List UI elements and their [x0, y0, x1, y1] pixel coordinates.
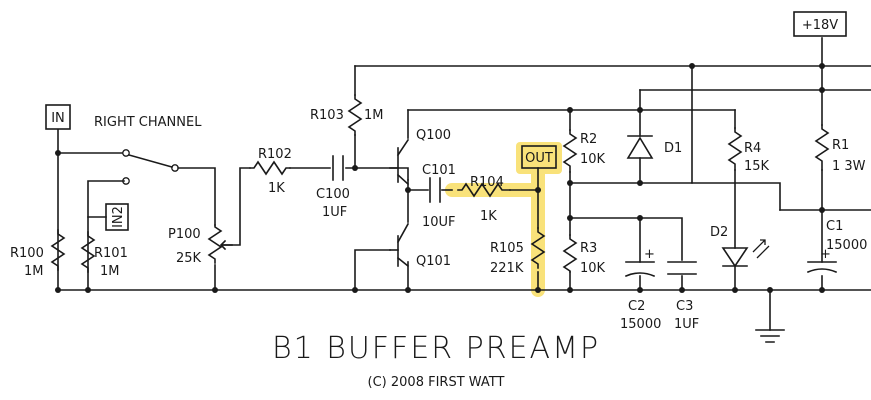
plus-sign: + [820, 247, 831, 262]
led-d2: D2 [710, 225, 770, 268]
input-selector-switch [122, 149, 179, 185]
svg-text:10UF: 10UF [422, 215, 456, 230]
in-label: IN [51, 111, 65, 126]
resistor-r3: R3 10K [562, 234, 606, 276]
ground-icon [755, 329, 785, 343]
svg-text:15K: 15K [744, 159, 770, 174]
junction-dots [55, 63, 825, 293]
resistor-r1: R1 1 3W [814, 124, 866, 174]
svg-text:R2: R2 [580, 132, 597, 147]
svg-text:10K: 10K [580, 261, 606, 276]
capacitor-c101: C101 10UF [422, 163, 456, 230]
svg-text:D2: D2 [710, 225, 728, 240]
out-label: OUT [525, 151, 553, 166]
svg-text:221K: 221K [490, 261, 524, 276]
resistor-r2: R2 10K [562, 129, 606, 173]
svg-text:15000: 15000 [826, 238, 867, 253]
svg-text:R101: R101 [94, 246, 128, 261]
channel-label: RIGHT CHANNEL [94, 115, 202, 130]
svg-text:15000: 15000 [620, 317, 661, 332]
resistor-r101: R101 1M [80, 231, 128, 279]
svg-text:C100: C100 [316, 187, 350, 202]
svg-text:25K: 25K [176, 251, 202, 266]
svg-text:Q100: Q100 [416, 128, 451, 143]
svg-text:R1: R1 [832, 138, 849, 153]
wires [57, 37, 871, 331]
copyright-text: (C) 2008 FIRST WATT [368, 375, 505, 390]
svg-text:1M: 1M [364, 108, 384, 123]
svg-text:R103: R103 [310, 108, 344, 123]
svg-text:D1: D1 [664, 141, 682, 156]
capacitor-c1: + C1 15000 [806, 219, 867, 274]
resistor-r105: R105 221K [490, 227, 546, 276]
schematic-title: B1 BUFFER PREAMP [272, 331, 600, 366]
capacitor-c2: + C2 15000 [620, 247, 661, 332]
plus-sign: + [644, 247, 655, 262]
svg-text:Q101: Q101 [416, 254, 451, 269]
svg-text:C2: C2 [628, 299, 645, 314]
input-terminal: IN [45, 104, 71, 130]
svg-text:1 3W: 1 3W [832, 159, 866, 174]
svg-text:R105: R105 [490, 241, 524, 256]
svg-text:1K: 1K [268, 181, 285, 196]
transistor-q101: Q101 [389, 222, 451, 269]
svg-text:R3: R3 [580, 241, 597, 256]
capacitor-c100: C100 1UF [316, 155, 350, 220]
resistor-r100: R100 1M [10, 229, 66, 279]
in2-label: IN2 [111, 206, 126, 228]
resistor-r102: R102 1K [249, 147, 292, 196]
svg-text:R4: R4 [744, 141, 761, 156]
svg-text:C3: C3 [676, 299, 693, 314]
capacitor-c3: C3 1UF [667, 261, 699, 332]
svg-text:R102: R102 [258, 147, 292, 162]
svg-text:1M: 1M [100, 264, 120, 279]
svg-text:C101: C101 [422, 163, 456, 178]
transistor-q100: Q100 [389, 128, 451, 186]
output-terminal: OUT [521, 145, 557, 169]
svg-text:P100: P100 [168, 227, 201, 242]
diode-d1: D1 [626, 135, 682, 159]
svg-text:10K: 10K [580, 152, 606, 167]
svg-text:R100: R100 [10, 246, 44, 261]
potentiometer-p100: P100 25K [168, 224, 233, 266]
supply-label: +18V [802, 18, 838, 33]
resistor-r4: R4 15K [727, 127, 770, 174]
supply-terminal: +18V [793, 11, 847, 37]
svg-text:C1: C1 [826, 219, 843, 234]
svg-text:R104: R104 [470, 175, 504, 190]
svg-text:1UF: 1UF [322, 205, 347, 220]
svg-text:1M: 1M [24, 264, 44, 279]
svg-text:1UF: 1UF [674, 317, 699, 332]
input2-terminal: IN2 [87, 203, 129, 231]
resistor-r104: R104 1K [457, 175, 511, 224]
svg-text:1K: 1K [480, 209, 497, 224]
resistor-r103: R103 1M [310, 94, 384, 136]
